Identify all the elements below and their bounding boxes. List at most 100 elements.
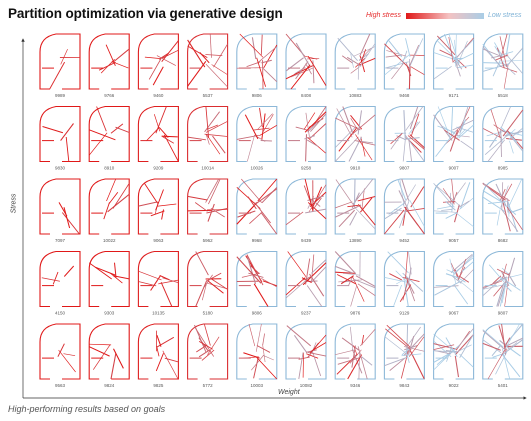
partition-member <box>346 56 362 67</box>
partition-member <box>205 54 223 56</box>
partition-frame <box>482 250 524 308</box>
variant-id-label: 9067 <box>449 311 460 316</box>
partition-member <box>257 178 278 202</box>
design-variant-cell: 9807 <box>482 250 524 316</box>
partition-member <box>307 139 319 147</box>
partition-member <box>248 272 264 278</box>
partition-member <box>355 207 376 230</box>
partition-member <box>501 339 524 356</box>
design-variant-cell: 7097 <box>39 178 81 243</box>
partition-member <box>458 344 472 352</box>
partition-member <box>347 354 363 380</box>
partition-member <box>454 355 460 378</box>
partition-frame <box>88 105 130 163</box>
partition-member <box>256 345 271 353</box>
partition-member <box>41 277 60 282</box>
partition-member <box>310 334 327 354</box>
partition-member <box>110 272 123 284</box>
design-variant-cell: 9830 <box>39 105 81 171</box>
partition-member <box>156 335 162 347</box>
design-variant-cell: 9452 <box>383 178 425 243</box>
partition-member <box>285 57 304 72</box>
partition-member <box>405 106 424 131</box>
partition-member <box>259 124 277 137</box>
partition-member <box>482 62 505 64</box>
partition-member <box>408 121 419 135</box>
partition-member <box>207 280 224 294</box>
partition-member <box>456 126 474 133</box>
partition-member <box>446 269 457 274</box>
variant-id-label: 10022 <box>103 238 116 243</box>
partition-member <box>436 344 460 365</box>
partition-member <box>239 33 264 58</box>
partition-member <box>408 336 425 357</box>
variant-id-label: 10026 <box>251 166 264 171</box>
partition-member <box>204 133 228 137</box>
partition-member <box>499 65 518 73</box>
partition-frame <box>137 105 179 163</box>
partition-member <box>162 49 179 59</box>
partition-member <box>361 49 367 62</box>
partition-member <box>305 63 312 75</box>
partition-member <box>88 346 110 357</box>
partition-member <box>262 114 274 133</box>
partition-member <box>261 66 278 83</box>
partition-member <box>388 201 406 215</box>
partition-member <box>354 140 376 146</box>
partition-frame <box>236 323 278 380</box>
variant-id-label: 9876 <box>350 311 361 316</box>
partition-member <box>311 259 327 274</box>
partition-member <box>503 283 512 292</box>
design-variant-cell: 10003 <box>236 323 278 388</box>
variant-id-label: 9452 <box>399 238 410 243</box>
partition-member <box>305 208 327 214</box>
design-variant-cell: 9063 <box>137 178 179 243</box>
design-variant-cell: 9825 <box>137 323 179 388</box>
partition-frame <box>334 33 376 90</box>
partition-member <box>437 125 454 133</box>
partition-member <box>384 277 410 284</box>
design-variant-cell: 9067 <box>433 250 475 316</box>
partition-member <box>408 251 412 275</box>
partition-member <box>203 323 211 346</box>
design-variant-cell: 13890 <box>334 178 376 243</box>
partition-frame <box>137 250 179 308</box>
partition-member <box>350 53 354 68</box>
partition-member <box>505 33 511 57</box>
variant-id-label: 9989 <box>55 93 66 98</box>
partition-member <box>150 210 165 217</box>
design-variant-cell: 10135 <box>137 250 179 316</box>
partition-frame <box>433 178 475 235</box>
variant-id-label: 9766 <box>104 93 115 98</box>
partition-member <box>205 106 210 138</box>
variant-id-label: 10082 <box>300 383 313 388</box>
partition-member <box>237 210 256 218</box>
partition-member <box>482 342 501 351</box>
partition-member <box>506 47 524 67</box>
variant-id-label: 8408 <box>301 93 312 98</box>
partition-frame <box>187 33 229 90</box>
partition-member <box>308 184 327 213</box>
partition-member <box>61 212 80 235</box>
partition-member <box>93 344 111 370</box>
partition-member <box>285 277 306 296</box>
partition-member <box>482 339 502 354</box>
partition-member <box>408 346 425 379</box>
partition-member <box>207 203 215 222</box>
variant-id-label: 9968 <box>252 238 263 243</box>
partition-member <box>350 66 360 74</box>
partition-member <box>453 284 469 305</box>
partition-frame <box>88 33 130 90</box>
partition-member <box>404 206 425 235</box>
partition-member <box>65 136 70 162</box>
partition-member <box>500 128 502 158</box>
variant-id-label: 9346 <box>350 383 361 388</box>
partition-member <box>148 57 162 80</box>
partition-member <box>52 271 59 285</box>
partition-member <box>433 285 459 288</box>
partition-member <box>407 335 415 355</box>
partition-member <box>405 277 416 302</box>
partition-member <box>487 139 506 162</box>
partition-member <box>445 273 459 279</box>
